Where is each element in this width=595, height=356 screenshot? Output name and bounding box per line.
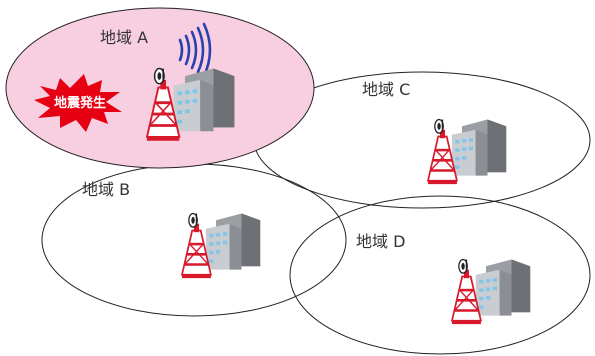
- region-b-label: 地域 B: [82, 180, 130, 199]
- site-region-b: [180, 212, 262, 280]
- region-c-label: 地域 C: [362, 80, 410, 99]
- site-region-c: [426, 118, 508, 186]
- earthquake-alert-label: 地震発生: [54, 95, 106, 111]
- radio-wave-icon: [178, 22, 212, 78]
- region-a-label: 地域 A: [100, 28, 148, 47]
- earthquake-burst-icon: 地震発生: [34, 74, 122, 132]
- region-d-label: 地域 D: [356, 232, 405, 251]
- site-region-d: [450, 258, 532, 326]
- region-d-ellipse: [289, 195, 591, 355]
